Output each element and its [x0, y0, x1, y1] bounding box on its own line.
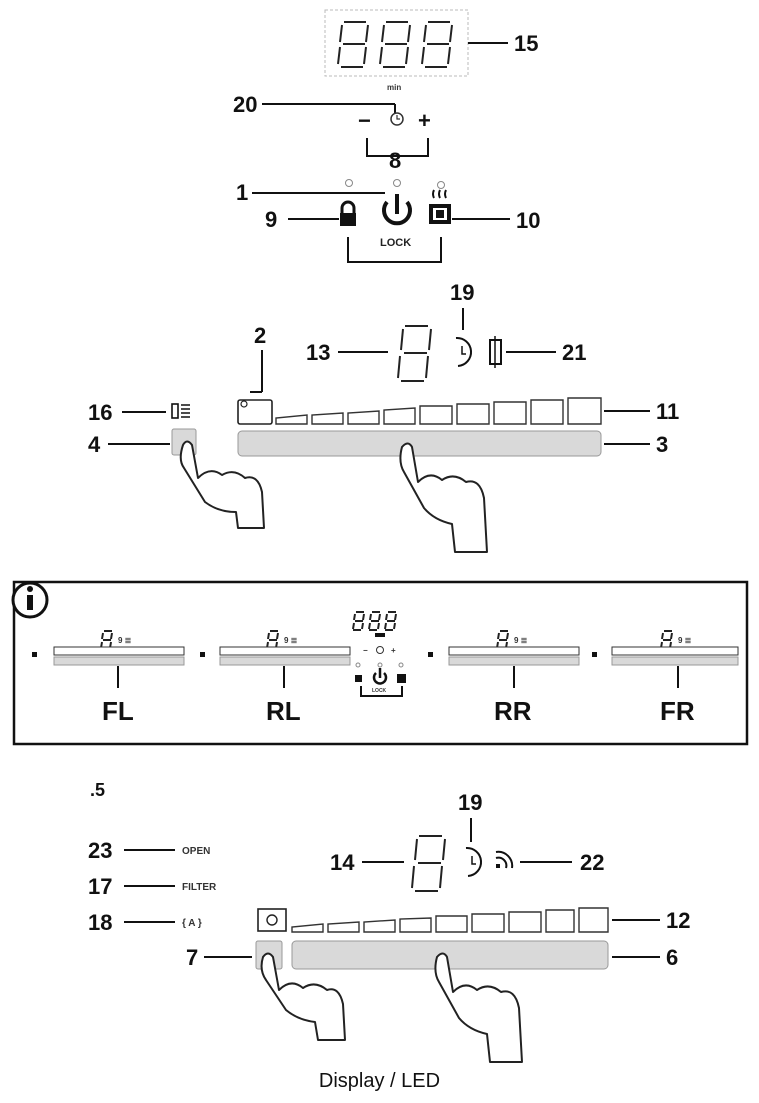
- zone-label-rl: RL: [266, 696, 301, 726]
- svg-text:9 ≣: 9 ≣: [678, 635, 692, 645]
- min-unit-label: min: [387, 83, 401, 92]
- bridge-icon: [171, 403, 190, 419]
- callout-19b: 19: [458, 790, 482, 815]
- section-number: .5: [90, 780, 105, 800]
- mini-minus-label: −: [363, 646, 368, 655]
- callout-12: 12: [666, 908, 690, 933]
- callout-10: 10: [516, 208, 540, 233]
- open-label: OPEN: [182, 846, 210, 857]
- display-led-caption: Display / LED: [318, 1070, 441, 1092]
- zone-panel-rl: 9 ≣: [200, 630, 351, 688]
- power-level-bars: [275, 397, 602, 425]
- mini-control-panel: − + LOCK: [352, 611, 406, 697]
- hand-pointer-icon: [179, 440, 265, 529]
- callout-22: 22: [580, 850, 604, 875]
- zone-timer-icon: [455, 336, 473, 367]
- power-slider[interactable]: [237, 430, 602, 457]
- callout-14: 14: [330, 850, 355, 875]
- callout-4: 4: [88, 432, 101, 457]
- timer-display-digits: [337, 21, 453, 68]
- keepwarm-led: [437, 181, 445, 189]
- hand-pointer-icon: [434, 952, 523, 1063]
- hood-select-key[interactable]: [257, 908, 287, 932]
- callout-21: 21: [562, 340, 586, 365]
- svg-text:9 ≣: 9 ≣: [118, 635, 132, 645]
- timer-clock-icon[interactable]: [390, 112, 404, 126]
- callout-16: 16: [88, 400, 112, 425]
- callout-7: 7: [186, 945, 198, 970]
- callout-11: 11: [656, 399, 679, 424]
- callout-1: 1: [236, 180, 248, 205]
- lock-led: [345, 179, 353, 187]
- power-icon[interactable]: [382, 194, 412, 226]
- callout-3: 3: [656, 432, 668, 457]
- zone-panel-fl: 9 ≣: [32, 630, 185, 688]
- auto-label: { A }: [182, 918, 202, 929]
- zone-label-rr: RR: [494, 696, 532, 726]
- callout-8: 8: [389, 148, 401, 173]
- svg-text:9 ≣: 9 ≣: [284, 635, 298, 645]
- hand-pointer-icon: [260, 952, 346, 1041]
- callout-2: 2: [254, 323, 266, 348]
- callout-17: 17: [88, 874, 112, 899]
- wireless-icon: [495, 850, 514, 869]
- power-led: [393, 179, 401, 187]
- zone-label-fr: FR: [660, 696, 695, 726]
- svg-text:9 ≣: 9 ≣: [514, 635, 528, 645]
- keep-warm-icon[interactable]: [429, 189, 451, 224]
- zone-panel-fr: 9 ≣: [592, 630, 739, 688]
- lock-icon[interactable]: [340, 200, 356, 226]
- fan-slider[interactable]: [291, 940, 609, 970]
- callout-15: 15: [514, 31, 538, 56]
- timer-minus-button[interactable]: −: [358, 108, 371, 133]
- hood-speed-digit: [411, 835, 446, 892]
- zone-label-fl: FL: [102, 696, 134, 726]
- hood-timer-icon: [465, 846, 483, 877]
- filter-label: FILTER: [182, 882, 217, 893]
- mini-lock-label: LOCK: [372, 688, 387, 694]
- callout-19: 19: [450, 280, 474, 305]
- callout-18: 18: [88, 910, 112, 935]
- callout-23: 23: [88, 838, 112, 863]
- lock-label: LOCK: [380, 237, 411, 249]
- zone-power-digit: [397, 325, 432, 382]
- mini-plus-label: +: [391, 646, 396, 655]
- zone-panel-rr: 9 ≣: [428, 630, 580, 688]
- boost-icon: [489, 336, 502, 368]
- callout-6: 6: [666, 945, 678, 970]
- callout-13: 13: [306, 340, 330, 365]
- timer-plus-button[interactable]: +: [418, 108, 431, 133]
- hand-pointer-icon: [399, 442, 488, 553]
- fan-speed-bars: [291, 907, 609, 933]
- callout-20: 20: [233, 92, 257, 117]
- callout-9: 9: [265, 207, 277, 232]
